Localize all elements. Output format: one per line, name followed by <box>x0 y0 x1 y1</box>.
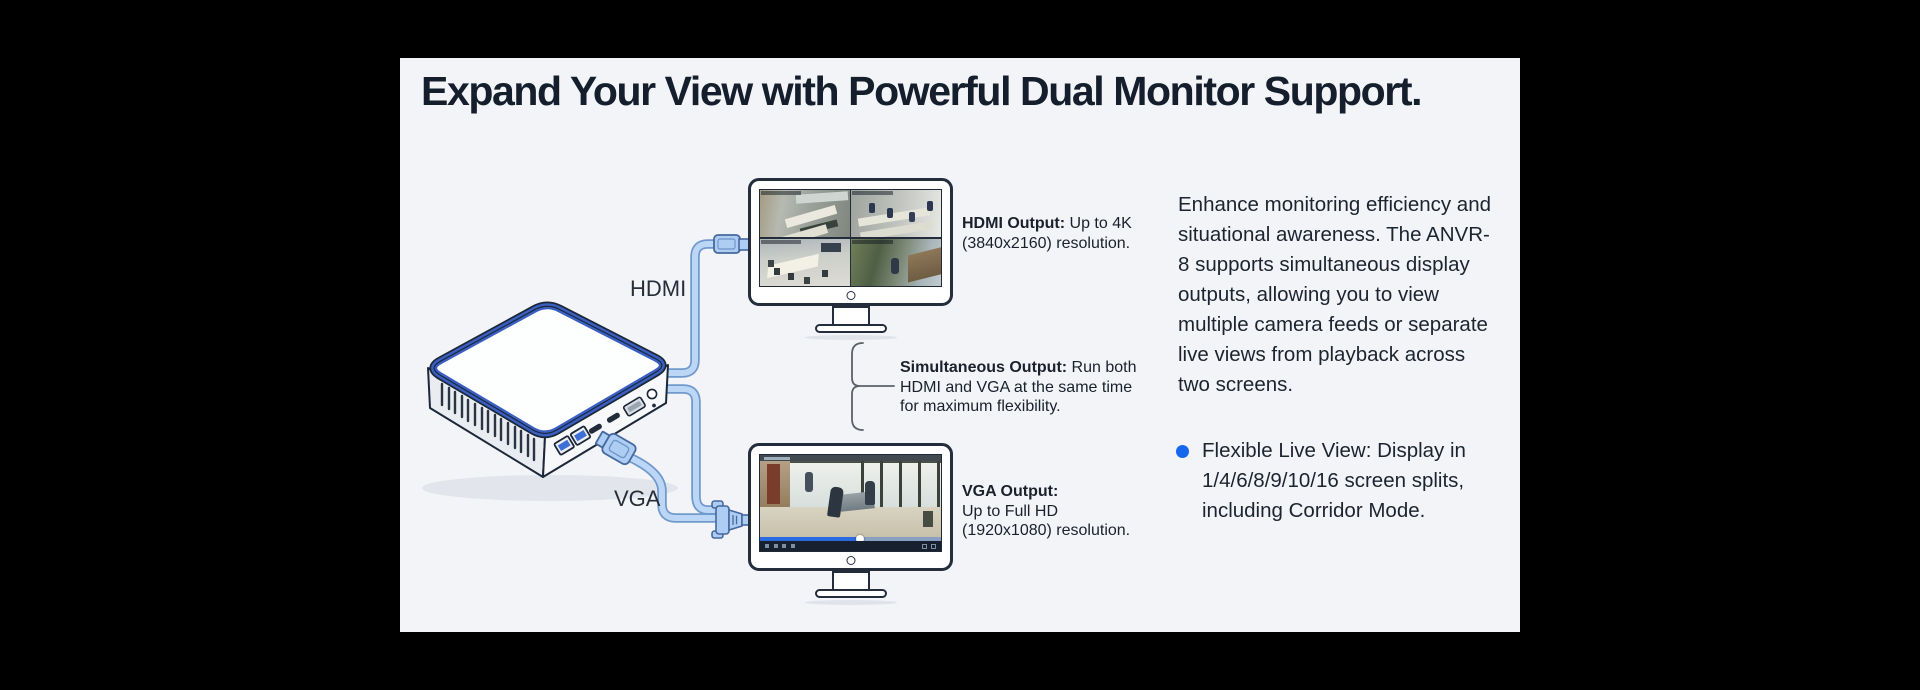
hdmi-output-note: HDMI Output: Up to 4K (3840x2160) resolu… <box>962 215 1132 252</box>
monitor-stand <box>831 571 870 590</box>
monitor-shadow <box>804 335 897 340</box>
playback-left-icons <box>765 544 799 548</box>
indicator-led <box>652 403 656 408</box>
description-paragraph: Enhance monitoring efficiency and situat… <box>1178 193 1492 396</box>
feature-bullet-text: Flexible Live View: Display in 1/4/6/8/9… <box>1202 439 1466 522</box>
monitor-hdmi-bezel <box>748 178 953 306</box>
video-osd-bar <box>760 455 941 461</box>
monitor-stand <box>831 306 870 325</box>
monitor-hdmi <box>748 178 953 340</box>
monitor-vga-bezel <box>748 443 953 571</box>
camera-feed-1 <box>760 190 850 238</box>
camera-feed-3 <box>760 238 850 286</box>
brace-connector <box>851 342 895 431</box>
camera-feed-2 <box>851 190 941 238</box>
progress-knob <box>855 535 864 543</box>
camera-feed-4 <box>851 238 941 286</box>
webcam-dot <box>846 555 855 565</box>
video-person-2 <box>864 481 875 505</box>
monitor-shadow <box>804 600 897 605</box>
simultaneous-output-note: Simultaneous Output: Run both HDMI and V… <box>900 359 1137 415</box>
hdmi-connector-icon <box>713 234 750 254</box>
bullet-dot-icon <box>1176 445 1189 458</box>
vent-slats <box>440 382 536 462</box>
power-button <box>646 388 658 400</box>
playback-right-icons <box>918 543 936 549</box>
monitor-base <box>814 589 887 598</box>
page-title: Expand Your View with Powerful Dual Moni… <box>421 68 1422 114</box>
usb-plug-icon <box>595 430 637 466</box>
progress-fill <box>760 537 860 541</box>
feature-bullet: Flexible Live View: Display in 1/4/6/8/9… <box>1176 436 1512 526</box>
feature-panel: Expand Your View with Powerful Dual Moni… <box>400 58 1520 632</box>
monitor-vga <box>748 443 953 605</box>
webcam-dot <box>846 290 855 300</box>
monitor-base <box>814 324 887 333</box>
playback-video <box>759 454 942 552</box>
hdmi-port-icon <box>588 412 620 434</box>
video-timestamp <box>764 457 790 460</box>
video-plant <box>923 511 933 527</box>
hdmi-cable-label: HDMI <box>630 276 687 301</box>
vga-port-icon <box>622 396 646 417</box>
device-shadow <box>422 475 678 501</box>
vga-connector-icon <box>711 500 751 539</box>
progress-bar <box>760 535 941 543</box>
fullscreen-icon <box>931 543 936 549</box>
connection-diagram <box>422 234 895 539</box>
vga-cable-label: VGA <box>614 486 661 511</box>
grid-view-icon <box>922 543 927 549</box>
hdmi-cable <box>653 239 721 378</box>
camera-grid <box>759 189 942 287</box>
video-person-3 <box>805 472 814 492</box>
video-floor <box>760 507 941 539</box>
nvr-device <box>427 301 669 478</box>
playback-controls <box>760 541 941 551</box>
video-door <box>767 464 780 504</box>
vga-output-note: VGA Output:Up to Full HD (1920x1080) res… <box>962 483 1131 539</box>
vga-cable <box>626 384 719 523</box>
usb-ports <box>553 425 592 456</box>
device-top-face <box>429 301 667 439</box>
